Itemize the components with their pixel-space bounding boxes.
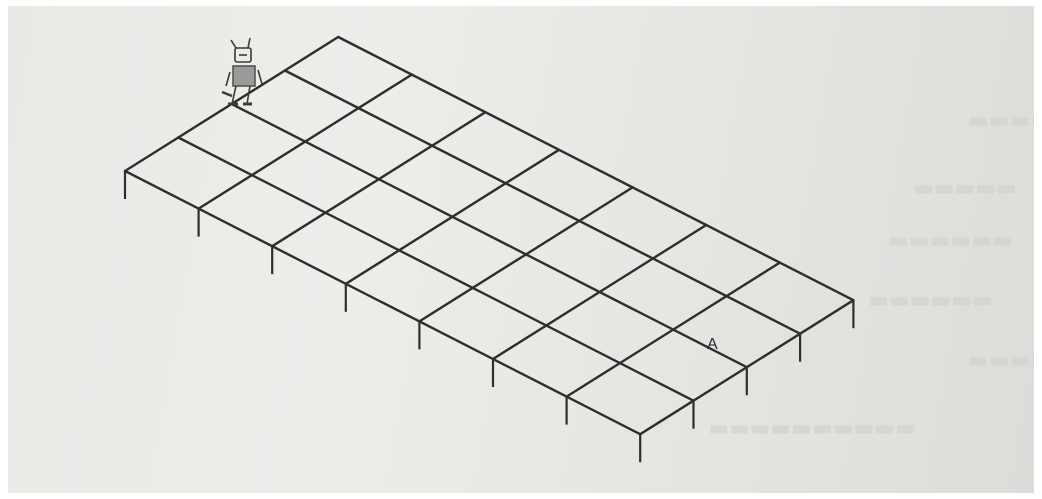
support-legs [125, 171, 853, 462]
grid-line-short [346, 150, 559, 284]
grid-line-short [419, 187, 632, 321]
point-a-label: A [707, 336, 718, 353]
grid-line-short [272, 112, 485, 246]
grid-line-long [338, 37, 853, 300]
grid-line-long [125, 171, 640, 434]
grid-line-long [232, 104, 747, 367]
robot-icon [222, 38, 262, 104]
grid-line-long [178, 138, 693, 401]
grid-line-long [285, 71, 800, 334]
grid-line-short [493, 225, 706, 359]
